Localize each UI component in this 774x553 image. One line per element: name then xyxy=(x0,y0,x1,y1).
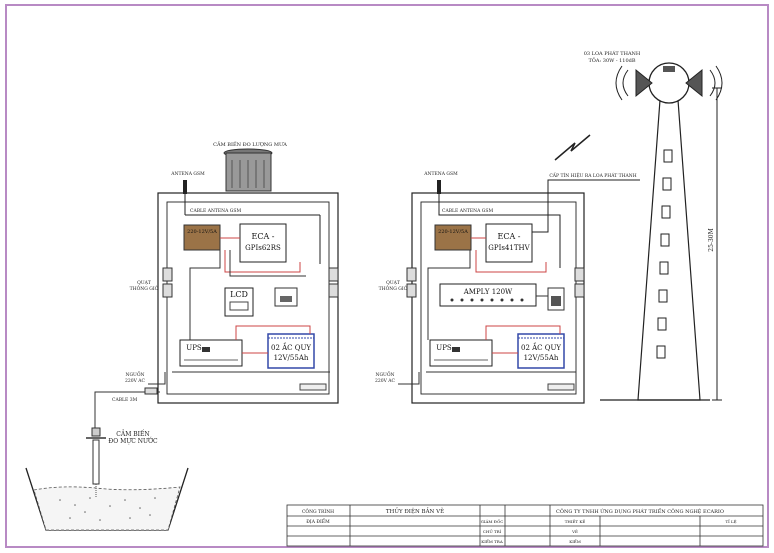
speaker-cable-label: CẤP TÍN HIỆU RA LOA PHÁT THANH xyxy=(549,171,636,179)
tower-windows xyxy=(656,149,673,359)
cable-left-label: CABLE 3M xyxy=(112,397,138,403)
fan-right-label-1: QUẠT xyxy=(386,280,400,286)
fan-left-2 xyxy=(162,283,173,298)
rain-gauge-icon xyxy=(223,148,273,192)
water-dots xyxy=(59,497,156,521)
ups-right xyxy=(429,339,493,367)
tb-c5: KIỂM TRA xyxy=(481,539,503,544)
amplifier-label: AMPLY 120W xyxy=(463,288,513,296)
power-left-label-1: NGUỒN xyxy=(126,369,145,378)
tb-project: THỦY ĐIỆN BẢN VẼ xyxy=(386,507,444,515)
antenna-right-label: ANTENA GSM xyxy=(423,171,458,177)
psu-right xyxy=(434,224,472,251)
tb-c1: CÔNG TRÌNH xyxy=(302,507,334,515)
fan-left-1 xyxy=(162,267,173,282)
water-surface xyxy=(33,486,181,531)
right-cabinet xyxy=(411,192,585,404)
battery-left-label-1: 02 ẮC QUY xyxy=(271,342,311,352)
battery-right-label-2: 12V/55Ah xyxy=(524,354,559,362)
ups-right-label: UPS xyxy=(436,344,452,352)
water-sensor-label-2: ĐO MỰC NƯỚC xyxy=(108,437,158,445)
tower-height-label: 25-30M xyxy=(708,228,715,251)
cable-antenna-right-label: CABLE ANTENA GSM xyxy=(442,208,493,214)
fan-right-2 xyxy=(406,283,417,298)
eca-left-module xyxy=(239,223,287,263)
speaker-tower xyxy=(600,99,710,401)
terminal-strip-left xyxy=(299,383,327,391)
power-right-label-2: 220V AC xyxy=(375,378,396,384)
fan-left-label-1: QUẠT xyxy=(137,280,151,286)
fan-right-4 xyxy=(574,283,585,298)
antenna-left-label: ANTENA GSM xyxy=(170,171,205,177)
psu-right-label: 220-12V/5A xyxy=(438,229,468,235)
eca-right-label-1: ECA - xyxy=(498,232,521,241)
battery-left xyxy=(267,333,315,369)
ups-left-label: UPS xyxy=(186,344,202,352)
speakers-icon xyxy=(615,62,723,104)
cable-antenna-left-label: CABLE ANTENA GSM xyxy=(190,208,241,214)
left-cabinet xyxy=(157,192,339,404)
tb-c3: GIÁM ĐỐC xyxy=(481,519,504,524)
antenna-left-icon xyxy=(183,180,187,194)
water-sensor-label-1: CẢM BIẾN xyxy=(116,430,149,438)
fan-right-label-2: THÔNG GIÓ xyxy=(379,284,408,292)
drawing-border xyxy=(5,4,769,548)
tb-c2: ĐỊA ĐIỂM xyxy=(306,517,330,525)
eca-left-label-1: ECA - xyxy=(252,232,275,241)
lcd-label: LCD xyxy=(230,290,248,299)
fan-right-3 xyxy=(574,267,585,282)
battery-right xyxy=(517,333,565,369)
height-dimension xyxy=(712,87,722,401)
title-block xyxy=(286,504,764,547)
tb-c7: VẼ xyxy=(571,529,578,534)
wireless-signal-icon xyxy=(554,134,591,161)
battery-right-label-1: 02 ẮC QUY xyxy=(521,342,561,352)
fan-left-3 xyxy=(328,267,339,282)
rain-sensor-label: CẢM BIẾN ĐO LƯỢNG MƯA xyxy=(213,140,287,148)
eca-right-label-2: GPIs41THV xyxy=(488,244,530,252)
fan-right-1 xyxy=(406,267,417,282)
tb-c4: CHỦ TRÌ xyxy=(483,529,502,534)
water-level-sensor-icon xyxy=(86,427,106,485)
fan-left-label-2: THÔNG GIÓ xyxy=(130,284,159,292)
tb-company: CÔNG TY TNHH ỨNG DỤNG PHÁT TRIỂN CÔNG NG… xyxy=(556,507,724,515)
tb-c8: KIỂM xyxy=(569,539,581,544)
terminal-strip-right xyxy=(547,383,575,391)
speakers-label-1: 03 LOA PHÁT THANH xyxy=(584,50,641,57)
tb-c9: TỈ LỆ xyxy=(725,519,736,524)
ups-left xyxy=(179,339,243,367)
speakers-label-2: TỎA: 30W - 110dB xyxy=(588,56,635,64)
psu-left-label: 220-12V/5A xyxy=(187,229,217,235)
power-right-label-1: NGUỒN xyxy=(376,369,395,378)
battery-left-label-2: 12V/55Ah xyxy=(274,354,309,362)
antenna-right-icon xyxy=(437,180,441,194)
power-left-label-2: 220V AC xyxy=(125,378,146,384)
fan-left-4 xyxy=(328,283,339,298)
eca-right-module xyxy=(485,223,533,263)
tb-c6: THIẾT KẾ xyxy=(565,518,586,524)
eca-left-label-2: GPIs62RS xyxy=(245,244,281,252)
